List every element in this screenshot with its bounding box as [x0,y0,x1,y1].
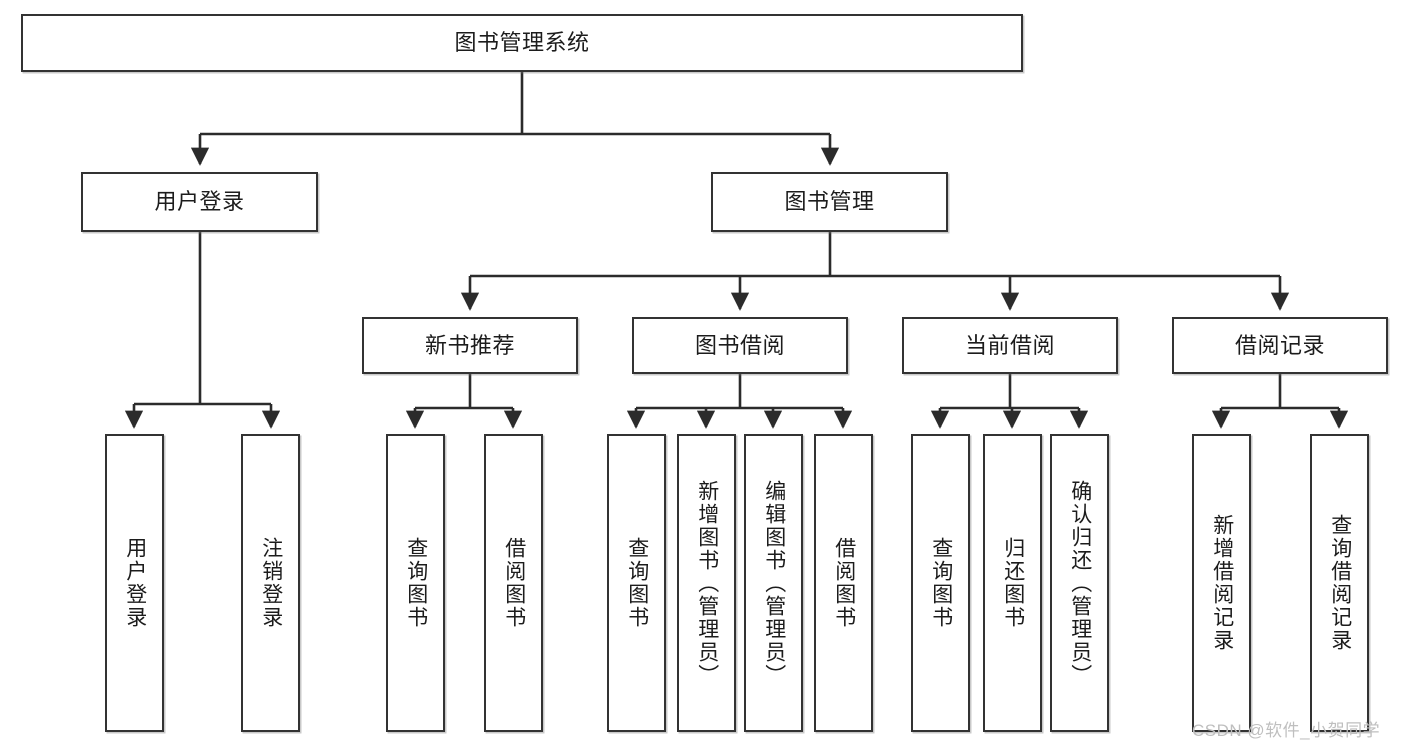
leaf-edit-book-admin[interactable]: 编辑图书（管理员） [744,434,803,732]
leaf-query-book-current-label: 查询图书 [929,537,953,629]
leaf-confirm-return-admin[interactable]: 确认归还（管理员） [1050,434,1109,732]
leaf-return-book[interactable]: 归还图书 [983,434,1042,732]
leaf-query-book-current[interactable]: 查询图书 [911,434,970,732]
leaf-return-book-label: 归还图书 [1001,537,1025,629]
leaf-logout[interactable]: 注销登录 [241,434,300,732]
node-book-management-label: 图书管理 [784,189,875,215]
leaf-borrow-book-recommend-label: 借阅图书 [502,537,526,629]
leaf-borrow-book-recommend[interactable]: 借阅图书 [484,434,543,732]
node-root[interactable]: 图书管理系统 [21,14,1023,72]
node-user-login-label: 用户登录 [154,189,245,215]
node-user-login[interactable]: 用户登录 [81,172,318,232]
node-new-book-recommend-label: 新书推荐 [424,332,515,358]
leaf-user-login[interactable]: 用户登录 [105,434,164,732]
leaf-confirm-return-admin-label: 确认归还（管理员） [1068,479,1092,687]
leaf-borrow-book-label: 借阅图书 [832,537,856,629]
leaf-query-book-recommend[interactable]: 查询图书 [386,434,445,732]
node-book-borrow-label: 图书借阅 [694,332,785,358]
node-book-management[interactable]: 图书管理 [711,172,948,232]
node-root-label: 图书管理系统 [454,30,590,56]
leaf-add-borrow-record-label: 新增借阅记录 [1210,514,1234,652]
node-book-borrow[interactable]: 图书借阅 [632,317,848,374]
csdn-watermark: CSDN @软件_小贺同学 [1192,721,1381,740]
leaf-query-borrow-record[interactable]: 查询借阅记录 [1310,434,1369,732]
leaf-add-book-admin[interactable]: 新增图书（管理员） [677,434,736,732]
leaf-logout-label: 注销登录 [259,537,283,629]
node-new-book-recommend[interactable]: 新书推荐 [362,317,578,374]
leaf-user-login-label: 用户登录 [123,537,147,629]
node-borrow-record-label: 借阅记录 [1234,332,1325,358]
leaf-add-borrow-record[interactable]: 新增借阅记录 [1192,434,1251,732]
leaf-edit-book-admin-label: 编辑图书（管理员） [762,479,786,687]
leaf-query-borrow-record-label: 查询借阅记录 [1328,514,1352,652]
leaf-borrow-book[interactable]: 借阅图书 [814,434,873,732]
node-current-borrow[interactable]: 当前借阅 [902,317,1118,374]
node-borrow-record[interactable]: 借阅记录 [1172,317,1388,374]
node-current-borrow-label: 当前借阅 [964,332,1055,358]
leaf-query-book-borrow[interactable]: 查询图书 [607,434,666,732]
leaf-add-book-admin-label: 新增图书（管理员） [695,479,719,687]
leaf-query-book-borrow-label: 查询图书 [625,537,649,629]
leaf-query-book-recommend-label: 查询图书 [404,537,428,629]
